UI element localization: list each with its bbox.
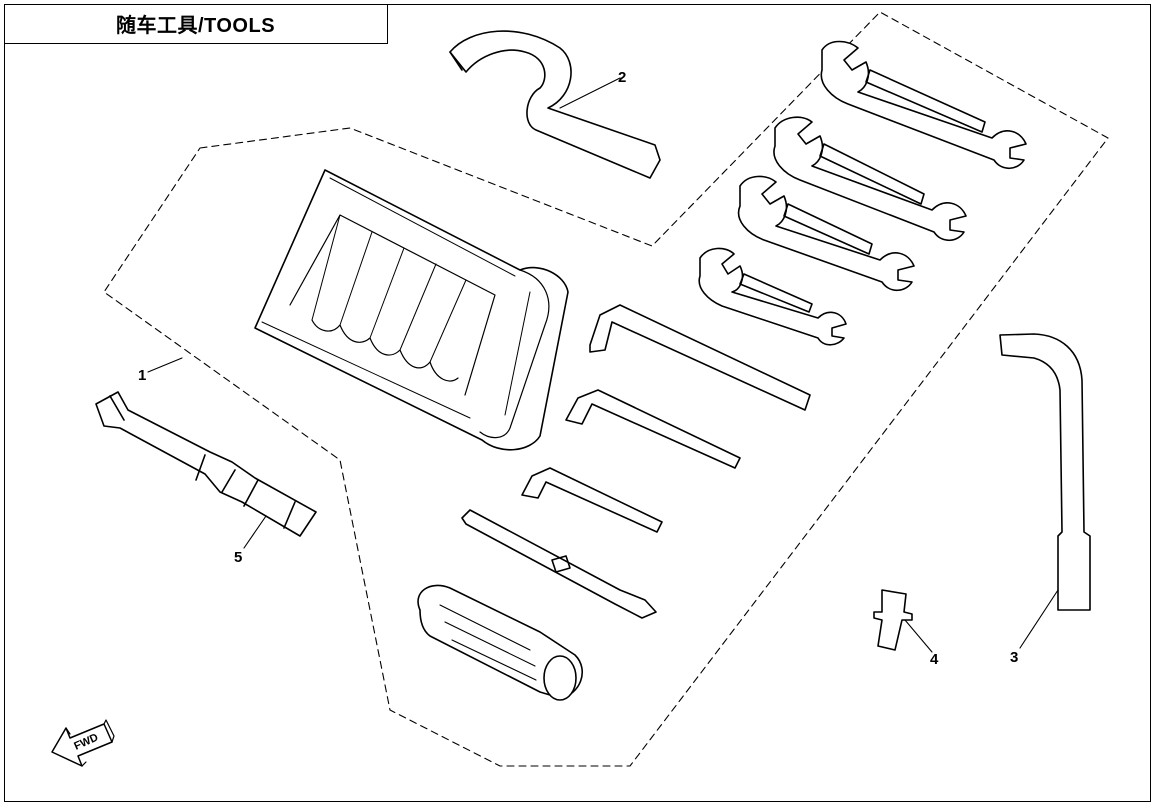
leader-lines <box>147 77 1059 653</box>
drawing-frame <box>4 4 1151 802</box>
open-end-wrench-1 <box>820 40 1027 170</box>
hook-spanner-wrench <box>449 30 661 179</box>
tool-kit-boundary <box>103 11 1109 767</box>
title-block: 随车工具/TOOLS <box>4 4 388 44</box>
callout-5: 5 <box>234 549 242 566</box>
page-title: 随车工具/TOOLS <box>115 15 276 37</box>
callout-4: 4 <box>930 651 939 668</box>
open-end-wrench-2 <box>773 116 967 242</box>
hex-key-large <box>589 304 811 411</box>
plastic-rivet-clip <box>873 589 913 651</box>
tool-roll-bag <box>254 169 569 451</box>
forward-arrow-icon: FWD <box>51 719 115 767</box>
hex-key-small <box>521 467 663 533</box>
open-end-wrench-3 <box>737 175 915 292</box>
l-box-wrench <box>999 333 1091 611</box>
hex-key-medium <box>565 389 741 469</box>
callout-1: 1 <box>138 367 146 384</box>
screwdriver-handle <box>417 584 584 701</box>
callout-2: 2 <box>618 69 626 86</box>
spark-plug-socket-tool <box>95 391 317 537</box>
callout-3: 3 <box>1010 649 1018 666</box>
screwdriver-shaft <box>461 509 657 619</box>
open-end-wrench-4 <box>698 247 847 346</box>
